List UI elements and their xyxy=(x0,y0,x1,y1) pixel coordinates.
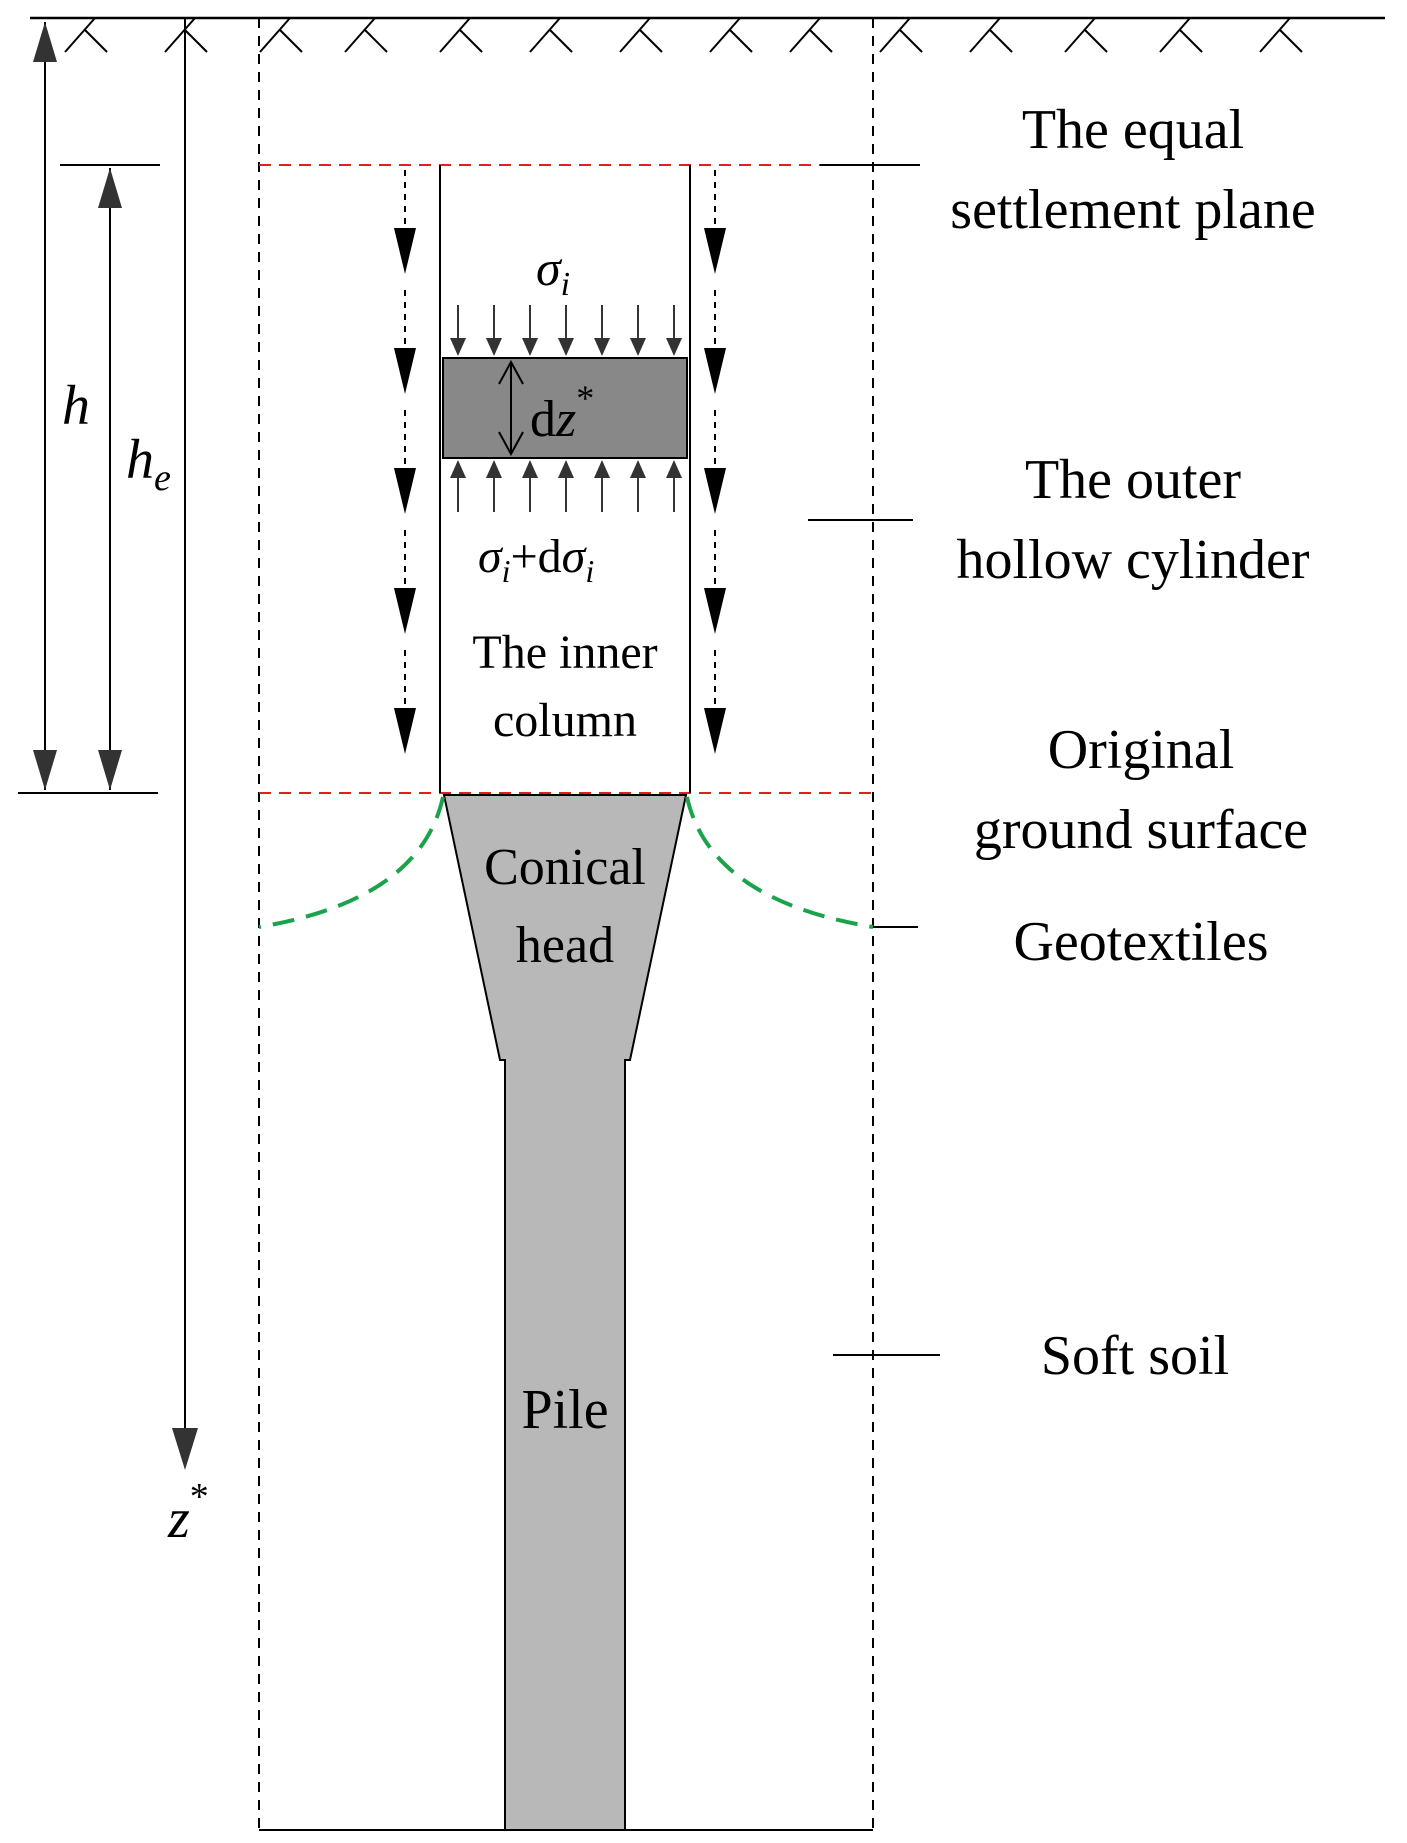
sigma-dsigma-arrow xyxy=(486,460,502,512)
hatch-mark xyxy=(789,17,833,53)
geotextiles-label: Geotextiles xyxy=(1013,911,1268,973)
hatch-mark xyxy=(259,17,303,53)
soft-soil-label: Soft soil xyxy=(1041,1325,1229,1387)
z-star-symbol: z* xyxy=(167,1476,209,1550)
z-axis xyxy=(172,18,198,1470)
shear-arrow xyxy=(394,170,416,274)
unit-cell-boundary xyxy=(258,18,874,1830)
soil-element xyxy=(442,357,688,459)
hatch-mark xyxy=(164,17,208,53)
sigma-i-symbol: σi xyxy=(536,240,570,303)
hatch-mark xyxy=(1159,17,1203,53)
h-symbol: h xyxy=(62,375,90,437)
original-ground-label-2: ground surface xyxy=(974,799,1308,861)
shear-arrow xyxy=(394,530,416,634)
he-symbol: he xyxy=(126,429,171,499)
sigma-i-dsigma-arrows xyxy=(450,460,682,512)
hatch-mark xyxy=(64,17,108,53)
sigma-i-arrows xyxy=(450,305,682,356)
hatch-mark xyxy=(1064,17,1108,53)
equal-plane-label-2: settlement plane xyxy=(950,179,1315,241)
shear-arrow xyxy=(704,650,726,754)
sigma-dsigma-arrow xyxy=(630,460,646,512)
hatch-mark xyxy=(709,17,753,53)
pile xyxy=(442,794,688,1831)
sigma-dsigma-arrow xyxy=(666,460,682,512)
hatch-mark xyxy=(879,17,923,53)
pile-label: Pile xyxy=(521,1379,608,1441)
side-shear-arrows xyxy=(394,170,726,754)
shear-arrow xyxy=(394,290,416,394)
hatch-mark xyxy=(619,17,663,53)
sigma-arrow xyxy=(666,305,682,356)
shear-arrow xyxy=(704,530,726,634)
conical-head-label-1: Conical xyxy=(484,839,646,896)
sigma-i-plus-dsigma-symbol: σi+dσi xyxy=(478,530,594,589)
sigma-dsigma-arrow xyxy=(594,460,610,512)
dz-arrow xyxy=(498,359,524,457)
he-dimension xyxy=(98,168,122,790)
inner-column-label-2: column xyxy=(493,694,637,747)
h-dimension xyxy=(33,22,57,790)
sigma-arrow xyxy=(630,305,646,356)
shear-arrow xyxy=(704,290,726,394)
sigma-dsigma-arrow xyxy=(522,460,538,512)
sigma-arrow xyxy=(450,305,466,356)
geotextile-right xyxy=(685,796,874,929)
sigma-arrow xyxy=(594,305,610,356)
sigma-dsigma-arrow xyxy=(450,460,466,512)
geotextile-left xyxy=(258,796,445,929)
shear-arrow xyxy=(394,650,416,754)
conical-head-label-2: head xyxy=(516,917,614,974)
hatch-mark xyxy=(969,17,1013,53)
hatch-mark xyxy=(344,17,388,53)
hatch-mark xyxy=(1259,17,1303,53)
dz-star-symbol: dz* xyxy=(530,378,594,448)
inner-column-label-1: The inner xyxy=(472,626,657,679)
sigma-arrow xyxy=(486,305,502,356)
equal-plane-label-1: The equal xyxy=(1022,99,1244,161)
shear-arrow xyxy=(704,170,726,274)
shear-arrow xyxy=(394,410,416,514)
hatch-mark xyxy=(529,17,573,53)
sigma-dsigma-arrow xyxy=(558,460,574,512)
sigma-arrow xyxy=(522,305,538,356)
outer-cylinder-label-2: hollow cylinder xyxy=(956,529,1309,591)
outer-cylinder-label-1: The outer xyxy=(1025,449,1241,511)
ground-surface xyxy=(30,16,1385,53)
original-ground-label-1: Original xyxy=(1048,719,1235,781)
sigma-arrow xyxy=(558,305,574,356)
shear-arrow xyxy=(704,410,726,514)
hatch-mark xyxy=(439,17,483,53)
